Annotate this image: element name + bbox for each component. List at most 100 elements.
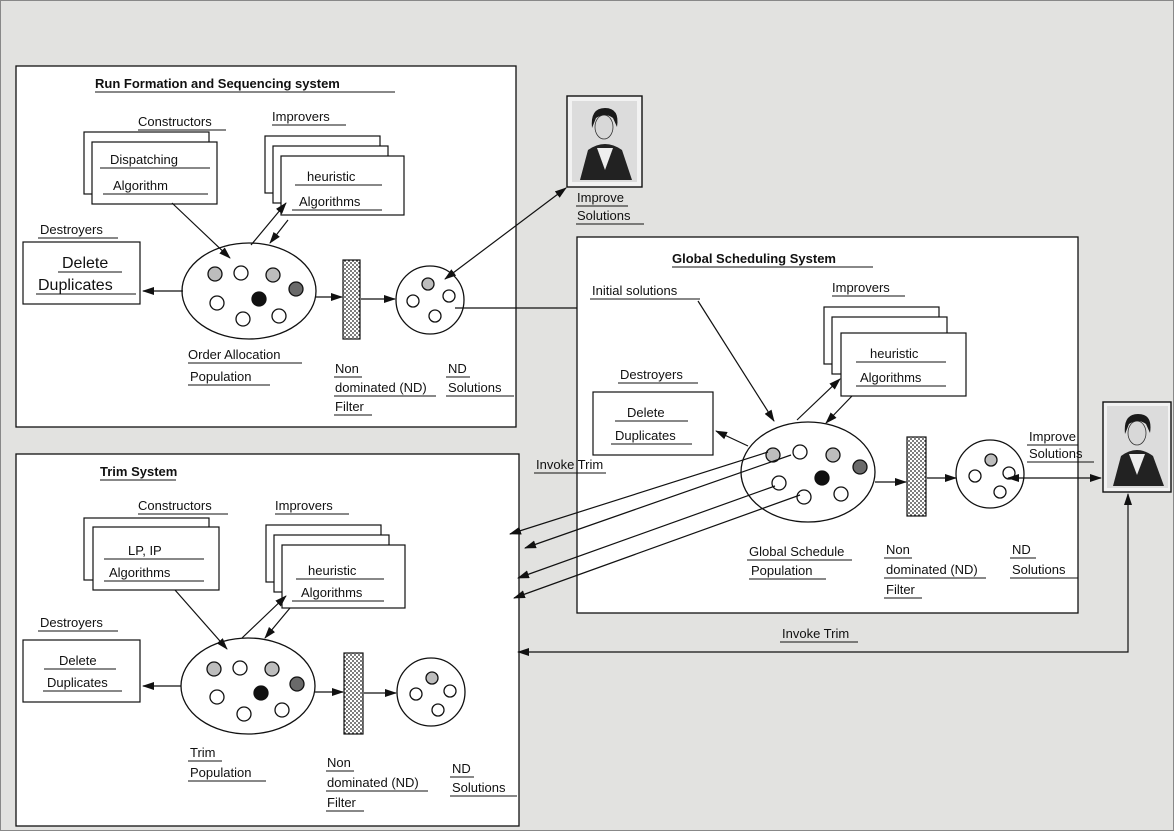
user-improve-solutions-top: Improve Solutions bbox=[566, 95, 644, 225]
solution-circle bbox=[825, 447, 841, 463]
gs-algorithms-label: Algorithms bbox=[860, 370, 922, 385]
solution-circle bbox=[431, 703, 445, 717]
trim-improvers-label: Improvers bbox=[275, 498, 333, 513]
solution-circle bbox=[852, 459, 868, 475]
trim-delete-label: Delete bbox=[59, 653, 97, 668]
trim-heuristic-label: heuristic bbox=[308, 563, 357, 578]
gs-improve-label: Improve bbox=[1029, 429, 1076, 444]
gs-nd-filter-label-1: Non bbox=[886, 542, 910, 557]
gs-improvers-label: Improvers bbox=[832, 280, 890, 295]
user-photo-face bbox=[594, 114, 614, 140]
solution-circle bbox=[425, 671, 439, 685]
user-improve-solutions-right bbox=[1102, 401, 1172, 493]
rf-destroyers-label: Destroyers bbox=[40, 222, 103, 237]
rf-improver-arrow-in bbox=[269, 219, 289, 244]
solution-circle bbox=[442, 289, 456, 303]
trim-algorithms-label: Algorithms bbox=[301, 585, 363, 600]
rf-algorithms-label: Algorithms bbox=[299, 194, 361, 209]
trim-system-title: Trim System bbox=[100, 464, 177, 479]
solution-circle bbox=[409, 687, 423, 701]
solution-circle bbox=[765, 447, 781, 463]
rf-duplicates-label: Duplicates bbox=[38, 277, 113, 294]
global-scheduling-system: Global Scheduling System Initial solutio… bbox=[576, 236, 1094, 614]
trim-nd-solutions-label-1: ND bbox=[452, 761, 471, 776]
gs-nd-solutions-label-2: Solutions bbox=[1012, 562, 1066, 577]
gs-nd-filter-label-2: dominated (ND) bbox=[886, 562, 978, 577]
solution-circle bbox=[232, 660, 248, 676]
solution-circle bbox=[274, 702, 290, 718]
rf-nd-solutions-label-1: ND bbox=[448, 361, 467, 376]
gs-destroyer-arrow bbox=[715, 430, 749, 447]
trim-improver-arrow-out bbox=[241, 595, 287, 639]
gs-initial-solutions-arrow bbox=[697, 300, 775, 422]
trim-heuristic-algorithms-box bbox=[281, 544, 406, 609]
solution-circle bbox=[792, 444, 808, 460]
invoke-trim-label-2: Invoke Trim bbox=[782, 626, 849, 641]
rf-improver-arrow-out bbox=[250, 202, 287, 246]
gs-improve-solutions-label: Solutions bbox=[1029, 446, 1083, 461]
trim-nd-filter-label-1: Non bbox=[327, 755, 351, 770]
trim-lp-ip-label: LP, IP bbox=[128, 543, 162, 558]
solution-circle bbox=[236, 706, 252, 722]
global-scheduling-title: Global Scheduling System bbox=[672, 251, 836, 266]
user2-invoke-trim-arrow bbox=[517, 493, 1132, 656]
trim-nd-solutions-label-2: Solutions bbox=[452, 780, 506, 795]
gs-destroyers-label: Destroyers bbox=[620, 367, 683, 382]
rf-delete-label: Delete bbox=[62, 255, 108, 272]
solution-circle bbox=[253, 685, 269, 701]
trim-nd-filter bbox=[343, 652, 364, 735]
solution-circle bbox=[406, 294, 420, 308]
rf-nd-filter-label-2: dominated (ND) bbox=[335, 380, 427, 395]
solution-circle bbox=[443, 684, 457, 698]
solution-circle bbox=[233, 265, 249, 281]
user-photo-hair bbox=[591, 108, 618, 128]
gs-nd-filter-label-3: Filter bbox=[886, 582, 916, 597]
solution-circle bbox=[209, 295, 225, 311]
solution-circle bbox=[984, 453, 998, 467]
solution-circle bbox=[428, 309, 442, 323]
rf-nd-filter-label-1: Non bbox=[335, 361, 359, 376]
gs-improver-arrow-out bbox=[796, 378, 841, 421]
trim-destroyers-label: Destroyers bbox=[40, 615, 103, 630]
solution-circle bbox=[264, 661, 280, 677]
solution-circle bbox=[421, 277, 435, 291]
trim-nd-filter-label-3: Filter bbox=[327, 795, 357, 810]
solution-circle bbox=[209, 689, 225, 705]
run-formation-system: Run Formation and Sequencing system Cons… bbox=[15, 65, 517, 428]
rf-nd-filter bbox=[342, 259, 361, 340]
rf-nd-solutions bbox=[395, 265, 465, 335]
trim-constructors-label: Constructors bbox=[138, 498, 212, 513]
solution-circle bbox=[993, 485, 1007, 499]
trim-population-label-1: Trim bbox=[190, 745, 216, 760]
solution-circle bbox=[251, 291, 267, 307]
rf-nd-filter-label-3: Filter bbox=[335, 399, 365, 414]
trim-nd-filter-label-2: dominated (ND) bbox=[327, 775, 419, 790]
rf-constructor-arrow bbox=[171, 202, 231, 259]
user2-photo-hair bbox=[1124, 414, 1151, 434]
run-formation-title: Run Formation and Sequencing system bbox=[95, 76, 340, 91]
rf-nd-solutions-label-2: Solutions bbox=[448, 380, 502, 395]
user1-solutions-label: Solutions bbox=[577, 208, 631, 223]
gs-delete-duplicates-box bbox=[592, 391, 714, 456]
gs-nd-filter bbox=[906, 436, 927, 517]
gs-population-label-1: Global Schedule bbox=[749, 544, 844, 559]
rf-dispatching-label: Dispatching bbox=[110, 152, 178, 167]
trim-constructor-algorithms-label: Algorithms bbox=[109, 565, 171, 580]
trim-nd-solutions bbox=[396, 657, 466, 727]
rf-improvers-label: Improvers bbox=[272, 109, 330, 124]
gs-nd-solutions-label-1: ND bbox=[1012, 542, 1031, 557]
rf-heuristic-label: heuristic bbox=[307, 169, 356, 184]
solution-circle bbox=[207, 266, 223, 282]
solution-circle bbox=[271, 308, 287, 324]
solution-circle bbox=[1002, 466, 1016, 480]
solution-circle bbox=[796, 489, 812, 505]
solution-circle bbox=[814, 470, 830, 486]
trim-improver-arrow-in bbox=[264, 607, 291, 639]
gs-improver-arrow-in bbox=[825, 395, 853, 424]
trim-delete-duplicates-box bbox=[22, 639, 141, 703]
solution-circle bbox=[288, 281, 304, 297]
user2-photo-face bbox=[1127, 420, 1147, 446]
solution-circle bbox=[235, 311, 251, 327]
trim-population-label-2: Population bbox=[190, 765, 251, 780]
solution-circle bbox=[968, 469, 982, 483]
